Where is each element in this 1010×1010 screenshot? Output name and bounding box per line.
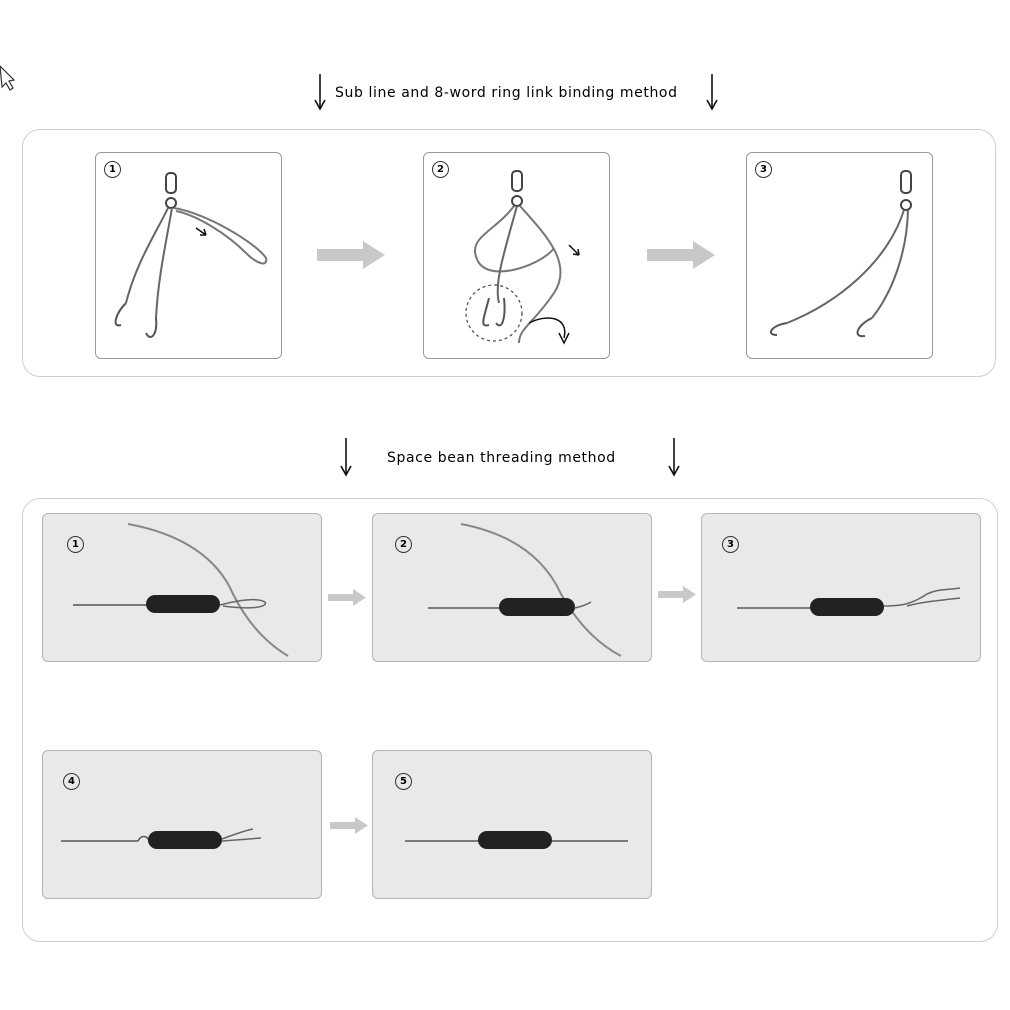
- sinker-illustration: [61, 828, 262, 849]
- sinker-illustration: [405, 831, 628, 849]
- sinker-illustration: [428, 523, 622, 657]
- threading-step-panel: 5: [372, 750, 652, 899]
- binding-step-panel: 2: [423, 152, 610, 359]
- hook-rig-illustration: [769, 170, 912, 338]
- sinker-illustration: [737, 587, 961, 616]
- step-number: 2: [395, 536, 412, 553]
- sinker-illustration: [73, 523, 289, 657]
- binding-step-panel: 1: [95, 152, 282, 359]
- step-number: 5: [395, 773, 412, 790]
- threading-step-panel: 2: [372, 513, 652, 662]
- hook-rig-illustration: [114, 172, 268, 338]
- step-number: 3: [755, 161, 772, 178]
- threading-step-panel: 4: [42, 750, 322, 899]
- section-title-binding: Sub line and 8-word ring link binding me…: [335, 85, 678, 101]
- step-number: 3: [722, 536, 739, 553]
- threading-step-panel: 3: [701, 513, 981, 662]
- threading-step-panel: 1: [42, 513, 322, 662]
- step-number: 2: [432, 161, 449, 178]
- section-title-threading: Space bean threading method: [387, 450, 616, 466]
- step-number: 4: [63, 773, 80, 790]
- step-number: 1: [104, 161, 121, 178]
- hook-rig-illustration: [465, 170, 580, 345]
- binding-step-panel: 3: [746, 152, 933, 359]
- step-number: 1: [67, 536, 84, 553]
